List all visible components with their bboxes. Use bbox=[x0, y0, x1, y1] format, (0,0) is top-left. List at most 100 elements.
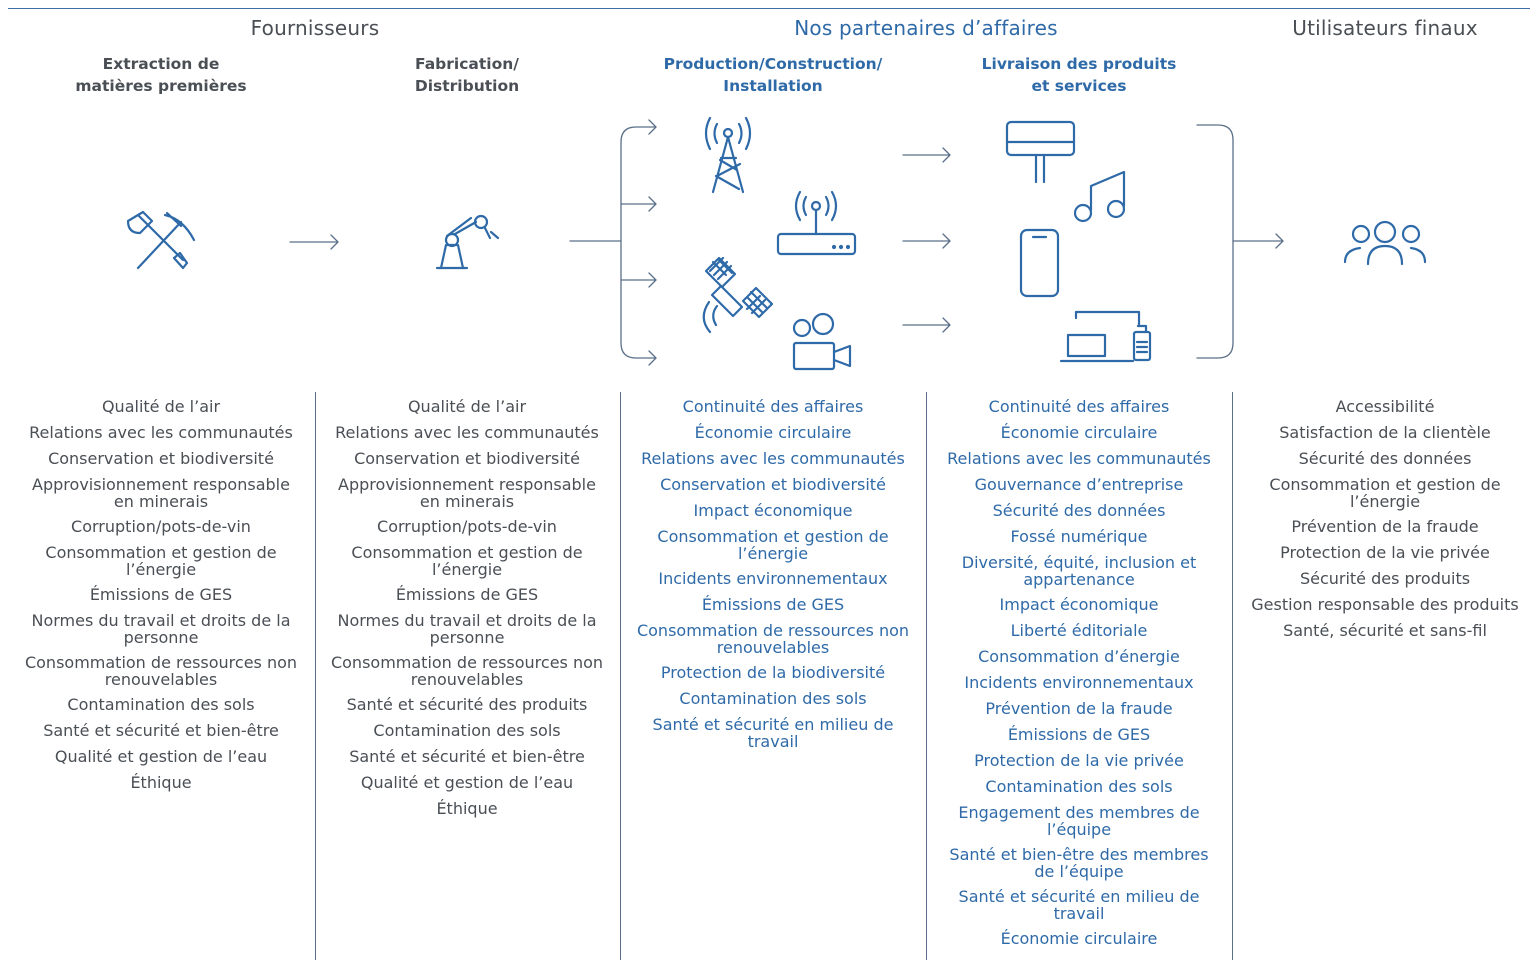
list-item-line: l’équipe bbox=[1046, 820, 1112, 839]
list-item-line: travail bbox=[747, 732, 799, 751]
list-item-line: Économie circulaire bbox=[1000, 423, 1158, 442]
list-item: Émissions de GES bbox=[317, 586, 617, 603]
column-divider bbox=[315, 392, 316, 960]
list-item: Fossé numérique bbox=[929, 528, 1229, 545]
list-item: Contamination des sols bbox=[623, 690, 923, 707]
satellite-icon bbox=[702, 256, 774, 334]
list-item-line: Accessibilité bbox=[1335, 397, 1435, 416]
list-item-line: Consommation et gestion de bbox=[657, 527, 889, 546]
list-item-line: Contamination des sols bbox=[985, 777, 1173, 796]
smartphone-icon bbox=[1019, 228, 1060, 298]
list-item: Contamination des sols bbox=[11, 696, 311, 713]
list-item-line: Qualité et gestion de l’eau bbox=[54, 747, 268, 766]
column-title-line: Extraction de bbox=[102, 55, 220, 73]
list-item-line: Santé, sécurité et sans-fil bbox=[1283, 621, 1487, 640]
list-item: Économie circulaire bbox=[623, 424, 923, 441]
list-item-line: Sécurité des produits bbox=[1299, 569, 1471, 588]
list-item-line: Santé et sécurité et bien-être bbox=[43, 721, 279, 740]
column-title-line: Production/Construction/ bbox=[663, 55, 883, 73]
list-item: Relations avec les communautés bbox=[11, 424, 311, 441]
list-item-line: Éthique bbox=[436, 799, 498, 818]
top-rule bbox=[8, 8, 1530, 9]
list-item-line: Continuité des affaires bbox=[682, 397, 864, 416]
list-item-line: Continuité des affaires bbox=[988, 397, 1170, 416]
list-item: Santé et sécurité et bien-être bbox=[317, 748, 617, 765]
list-item: Incidents environnementaux bbox=[623, 570, 923, 587]
list-item: Éthique bbox=[11, 774, 311, 791]
list-item-line: l’énergie bbox=[737, 544, 809, 563]
list-item-line: Incidents environnementaux bbox=[658, 569, 888, 588]
list-item-line: Incidents environnementaux bbox=[964, 673, 1194, 692]
list-item-line: personne bbox=[123, 628, 199, 647]
list-item: Qualité de l’air bbox=[317, 398, 617, 415]
list-item: Impact économique bbox=[623, 502, 923, 519]
list-item-line: Engagement des membres de bbox=[958, 803, 1200, 822]
list-item: Conservation et biodiversité bbox=[11, 450, 311, 467]
list-item-line: Consommation d’énergie bbox=[978, 647, 1180, 666]
list-item: Protection de la vie privée bbox=[1235, 544, 1530, 561]
list-item-line: Contamination des sols bbox=[373, 721, 561, 740]
list-item-line: Consommation de ressources non bbox=[636, 621, 910, 640]
list-item: Gestion responsable des produits bbox=[1235, 596, 1530, 613]
column-title-production: Production/Construction/ Installation bbox=[623, 53, 923, 97]
list-item: Santé et sécurité des produits bbox=[317, 696, 617, 713]
list-item: Conservation et biodiversité bbox=[623, 476, 923, 493]
list-item: Relations avec les communautés bbox=[623, 450, 923, 467]
column-divider bbox=[926, 392, 927, 960]
column-title-line: Livraison des produits bbox=[981, 55, 1177, 73]
robot-arm-icon bbox=[435, 214, 500, 270]
list-item-line: appartenance bbox=[1023, 570, 1135, 589]
list-item-line: Liberté éditoriale bbox=[1010, 621, 1148, 640]
list-item-line: Sécurité des données bbox=[1298, 449, 1472, 468]
list-item: Santé et sécurité et bien-être bbox=[11, 722, 311, 739]
billboard-icon bbox=[1005, 120, 1076, 184]
list-item-line: Qualité de l’air bbox=[407, 397, 527, 416]
list-item-line: Émissions de GES bbox=[1007, 725, 1151, 744]
list-item: Gouvernance d’entreprise bbox=[929, 476, 1229, 493]
list-item-line: Consommation et gestion de bbox=[45, 543, 277, 562]
list-item-line: Conservation et biodiversité bbox=[354, 449, 580, 468]
list-item-line: en minerais bbox=[419, 492, 515, 511]
list-item-line: Corruption/pots-de-vin bbox=[377, 517, 557, 536]
list-item: Continuité des affaires bbox=[623, 398, 923, 415]
list-item-line: Contamination des sols bbox=[67, 695, 255, 714]
list-item-line: Conservation et biodiversité bbox=[660, 475, 886, 494]
list-item: Prévention de la fraude bbox=[1235, 518, 1530, 535]
list-item-line: Santé et sécurité des produits bbox=[346, 695, 588, 714]
list-item: Sécurité des données bbox=[929, 502, 1229, 519]
list-item: Qualité de l’air bbox=[11, 398, 311, 415]
list-item-line: renouvelables bbox=[410, 670, 524, 689]
list-item: Économie circulaire bbox=[929, 930, 1229, 947]
list-item-line: Normes du travail et droits de la bbox=[337, 611, 597, 630]
list-item: Éthique bbox=[317, 800, 617, 817]
list-item: Incidents environnementaux bbox=[929, 674, 1229, 691]
list-item-line: Sécurité des données bbox=[992, 501, 1166, 520]
column-title-line: et services bbox=[1031, 77, 1127, 95]
list-item-line: Prévention de la fraude bbox=[985, 699, 1173, 718]
list-item-line: Émissions de GES bbox=[89, 585, 233, 604]
list-item-line: Prévention de la fraude bbox=[1291, 517, 1479, 536]
list-item-line: Fossé numérique bbox=[1010, 527, 1148, 546]
list-item-line: Relations avec les communautés bbox=[29, 423, 293, 442]
list-item-line: de l’équipe bbox=[1034, 862, 1124, 881]
list-item-line: personne bbox=[429, 628, 505, 647]
list-item: Continuité des affaires bbox=[929, 398, 1229, 415]
column-title-extraction: Extraction de matières premières bbox=[11, 53, 311, 97]
list-item-line: Relations avec les communautés bbox=[947, 449, 1211, 468]
list-item-line: Satisfaction de la clientèle bbox=[1279, 423, 1491, 442]
list-item-line: Santé et bien-être des membres bbox=[949, 845, 1209, 864]
list-item: Qualité et gestion de l’eau bbox=[11, 748, 311, 765]
column-title-delivery: Livraison des produits et services bbox=[929, 53, 1229, 97]
telecom-tower-icon bbox=[704, 116, 752, 194]
